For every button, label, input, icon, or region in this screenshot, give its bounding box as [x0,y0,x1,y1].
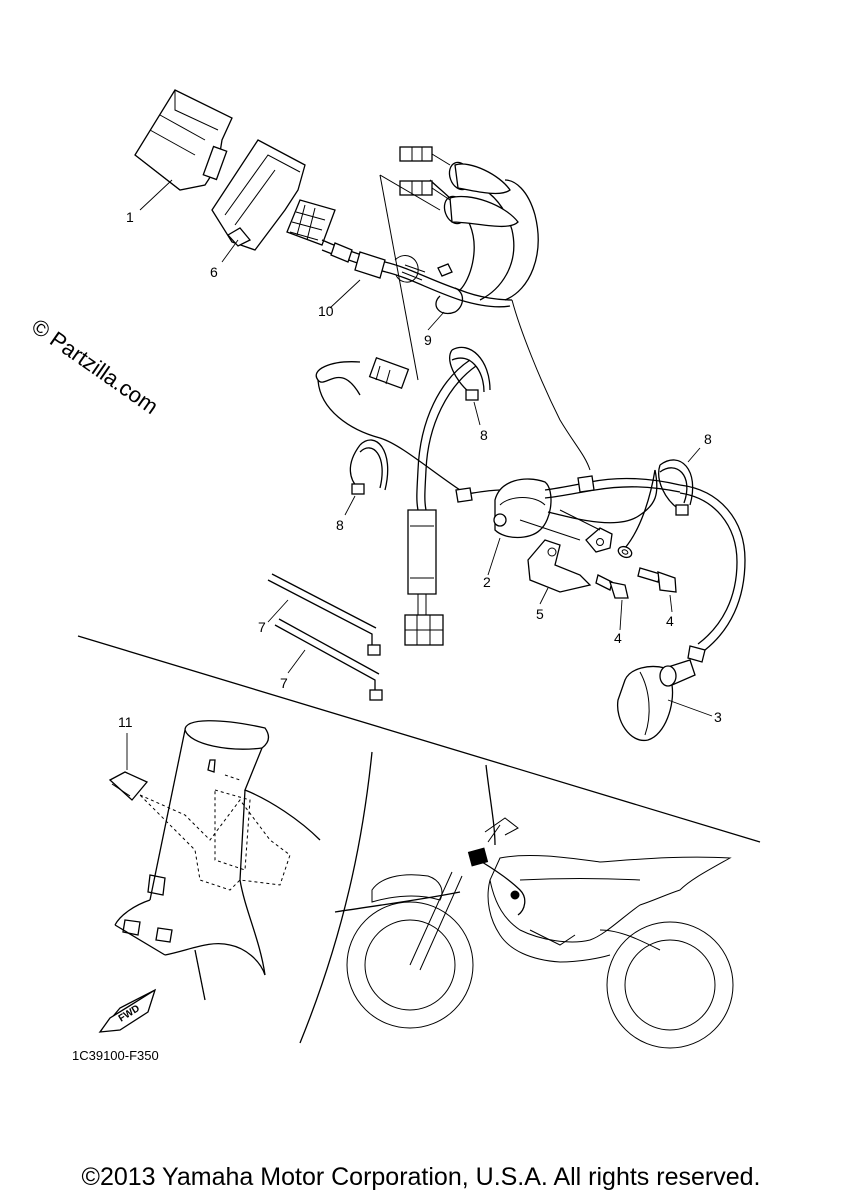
part-bracket-5[interactable] [519,509,613,593]
part-cable-tie-7b[interactable] [274,618,383,701]
part-clamp-9[interactable] [435,263,464,315]
callout-8-right: 8 [704,431,712,447]
section-divider [77,635,761,843]
frame-detail-inset [114,720,321,1001]
callout-7a: 7 [258,619,266,635]
callout-4b: 4 [666,613,674,629]
part-coupler[interactable] [286,199,336,246]
part-wire-harness[interactable] [321,146,539,308]
part-bolt-4a[interactable] [595,574,629,599]
part-bolt-4b[interactable] [637,567,677,593]
diagram-code: 1C39100-F350 [72,1048,159,1063]
part-spark-plug-cap[interactable] [616,659,696,741]
part-clamp-8-upper[interactable] [449,346,491,401]
callout-7b: 7 [280,675,288,691]
part-clamp-8-right[interactable] [658,459,694,516]
inset-divider [299,751,373,1044]
callout-8-upper: 8 [480,427,488,443]
part-label-11[interactable] [108,771,149,801]
callout-11: 11 [118,714,133,730]
part-cdi-unit[interactable] [134,89,233,191]
watermark-text: © Partzilla.com [27,314,163,420]
callout-5: 5 [536,606,544,622]
callout-3: 3 [714,709,722,725]
callout-2: 2 [483,574,491,590]
callout-1: 1 [126,209,134,225]
callout-4a: 4 [614,630,622,646]
motorcycle-silhouette [334,764,734,1049]
callout-10: 10 [318,303,334,319]
fwd-arrow-icon: FWD [98,988,157,1033]
part-ignition-coil[interactable] [455,469,681,549]
copyright-footer: ©2013 Yamaha Motor Corporation, U.S.A. A… [81,1163,761,1191]
part-clamp-8-left[interactable] [349,439,389,495]
part-cable-tie-7a[interactable] [267,573,381,656]
callout-8-left: 8 [336,517,344,533]
callout-9: 9 [424,332,432,348]
callout-6: 6 [210,264,218,280]
